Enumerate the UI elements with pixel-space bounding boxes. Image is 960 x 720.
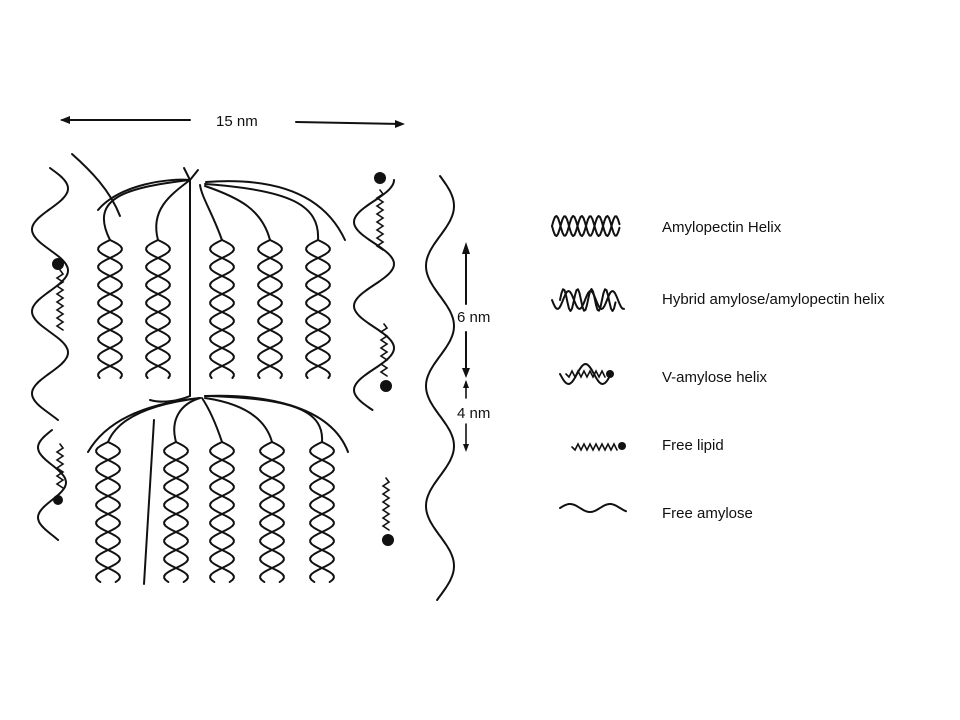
backbone-lower <box>143 419 155 585</box>
v-amylose-helix-icon <box>559 363 614 385</box>
legend: Amylopectin Helix Hybrid amylose/amylope… <box>551 215 885 522</box>
amylopectin-helix-upper-3 <box>209 239 235 379</box>
amylopectin-helix-upper-4 <box>257 239 283 379</box>
branch-chains <box>71 153 349 585</box>
amylopectin-helix-lower-3 <box>209 441 235 583</box>
free-amylose-icon <box>559 503 627 513</box>
width-scale-bar: 15 nm <box>60 113 405 130</box>
lipid-head-left-2 <box>53 495 63 505</box>
lipid-head-right-1 <box>374 172 386 184</box>
free-lipid-icon <box>571 442 626 452</box>
legend-label-hybrid: Hybrid amylose/amylopectin helix <box>662 291 885 308</box>
width-scale-label: 15 nm <box>216 113 258 130</box>
lipid-head-right-3 <box>382 534 394 546</box>
right-edge-chains <box>353 172 455 601</box>
lower-scale-label: 4 nm <box>457 405 490 422</box>
lipid-head-right-2 <box>380 380 392 392</box>
height-scale-bar: 6 nm 4 nm <box>457 242 490 452</box>
lamella-structure <box>31 153 455 601</box>
amylopectin-helix-upper-2 <box>145 239 171 379</box>
double-helix-icon <box>551 215 621 237</box>
left-edge-chains <box>31 167 69 541</box>
amylopectin-helix-lower-5 <box>309 441 335 583</box>
hybrid-helix-icon <box>551 288 625 312</box>
legend-label-v-amylose: V-amylose helix <box>662 369 768 386</box>
amylopectin-helix-upper-1 <box>97 239 123 379</box>
legend-label-free-lipid: Free lipid <box>662 437 724 454</box>
amylopectin-helix-upper-5 <box>305 239 331 379</box>
amylopectin-helix-lower-1 <box>95 441 121 583</box>
legend-label-free-amylose: Free amylose <box>662 505 753 522</box>
lipid-head-left-1 <box>52 258 64 270</box>
upper-scale-label: 6 nm <box>457 309 490 326</box>
legend-label-amylopectin: Amylopectin Helix <box>662 219 782 236</box>
amylopectin-helix-lower-4 <box>259 441 285 583</box>
amylopectin-helix-lower-2 <box>163 441 189 583</box>
